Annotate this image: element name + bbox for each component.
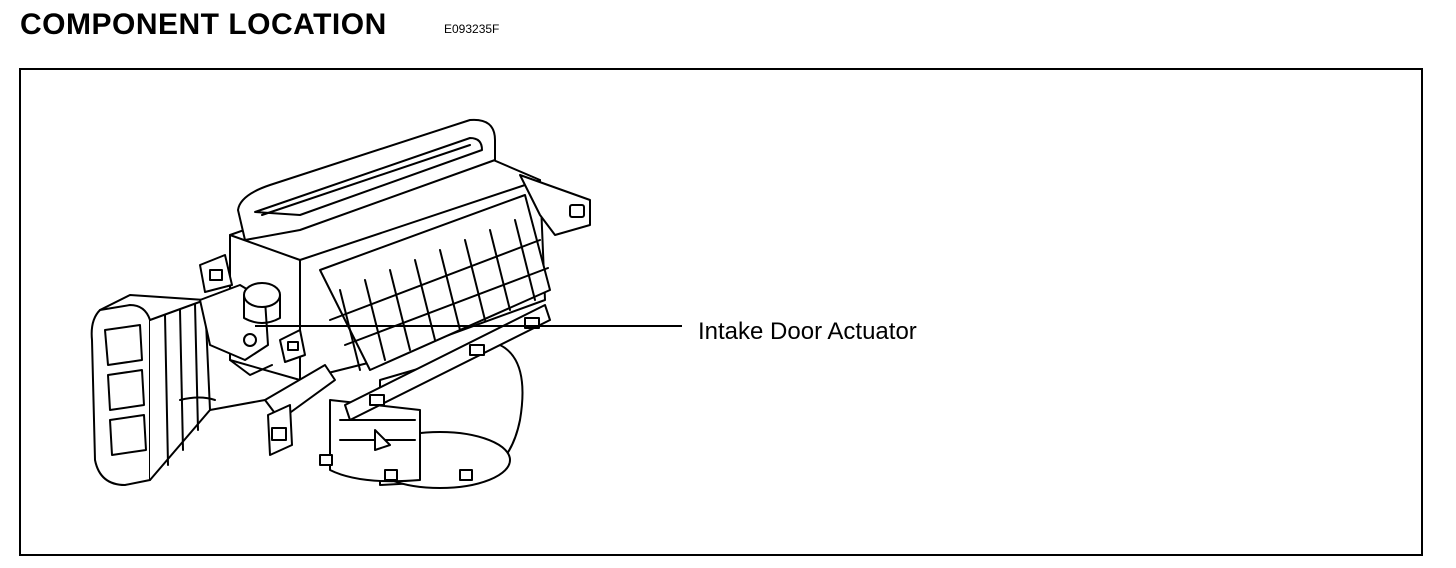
intake-duct — [90, 294, 211, 486]
lower-connector — [179, 364, 336, 456]
callout-intake-door-actuator: Intake Door Actuator — [698, 318, 917, 345]
heater-housing-drawing — [90, 118, 591, 489]
figure-code: E093235F — [444, 22, 500, 36]
lower-rail — [344, 304, 551, 451]
intake-door-actuator — [199, 254, 281, 376]
top-duct-flange — [237, 118, 496, 241]
housing-feet — [319, 454, 473, 481]
diagram-frame — [19, 68, 1423, 556]
mounting-bracket-right — [519, 174, 591, 236]
side-tab — [279, 329, 306, 363]
page-title: COMPONENT LOCATION — [20, 8, 387, 41]
